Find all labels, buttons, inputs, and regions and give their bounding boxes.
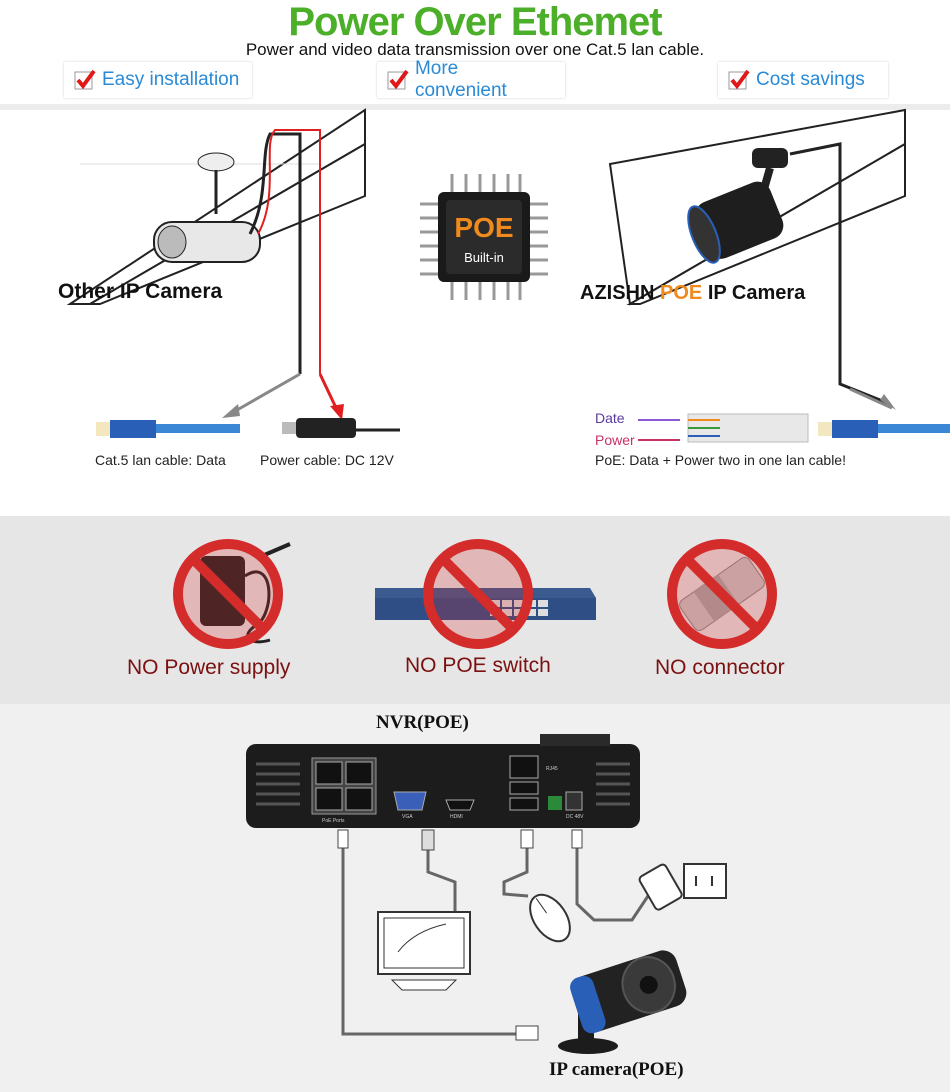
no-sign-icon [423, 539, 533, 649]
no-connector-label: NO connector [655, 656, 785, 679]
no-sign-icon [667, 539, 777, 649]
feature-label: More convenient [414, 58, 507, 101]
nvr-diagram: PoE Ports VGA HDMI RJ45 DC 48V [246, 734, 727, 1054]
dc-plug-icon [571, 829, 583, 849]
ip-camera-icon [558, 950, 687, 1054]
azishn-camera-label: AZISHN POE IP Camera [580, 282, 805, 305]
port-label-dc: DC 48V [566, 814, 584, 820]
page-title: Power Over Ethemet [288, 0, 662, 44]
poe-cable-icon [638, 413, 950, 443]
dc-plug-icon [282, 418, 400, 438]
comparison-illustration [66, 108, 950, 443]
poe-date-label: Date [595, 410, 625, 426]
divider [0, 104, 950, 110]
port-label-poe: PoE Ports [322, 818, 345, 824]
no-poe-switch-label: NO POE switch [405, 654, 551, 677]
checkbox-check-icon [728, 69, 750, 90]
page-subtitle: Power and video data transmission over o… [245, 40, 705, 59]
azishn-camera-icon [687, 148, 788, 264]
lan-plug-icon [96, 420, 240, 438]
lan-plug-icon [337, 829, 349, 849]
feature-easy-installation: Easy installation [64, 62, 252, 98]
power-outlet-icon [683, 863, 727, 899]
other-label-part: Other [58, 280, 115, 303]
mouse-icon [529, 893, 571, 943]
monitor-icon [377, 911, 471, 991]
lan-cable-caption: Cat.5 lan cable: Data [95, 452, 226, 468]
poe-chip-icon [420, 174, 548, 300]
feature-label: Easy installation [102, 69, 240, 90]
no-sign-icon [173, 539, 283, 649]
no-power-supply-label: NO Power supply [127, 656, 291, 679]
port-label-rj45: RJ45 [546, 766, 558, 772]
poe-caption: PoE: Data + Power two in one lan cable! [595, 452, 846, 468]
brand-label: AZISHN [580, 282, 655, 304]
connection-wires [341, 834, 650, 1036]
power-cable-caption: Power cable: DC 12V [260, 452, 394, 468]
usb-plug-icon [520, 829, 534, 849]
ip-camera-label-part: IP Camera [119, 280, 223, 303]
checkbox-check-icon [74, 69, 96, 90]
other-camera-label: Other IP Camera [58, 280, 222, 304]
nvr-label: NVR(POE) [376, 712, 469, 733]
feature-more-convenient: More convenient [377, 58, 565, 101]
no-items-illustration [173, 539, 777, 649]
poe-highlight: POE [660, 282, 703, 304]
ip-camera-label-part: IP Camera [707, 282, 806, 304]
feature-cost-savings: Cost savings [718, 62, 888, 98]
power-adapter-icon [638, 863, 683, 911]
port-label-vga: VGA [402, 814, 413, 820]
lan-plug-icon [515, 1025, 539, 1041]
nvr-device-icon [246, 734, 640, 828]
chip-sublabel: Built-in [464, 250, 504, 265]
port-label-hdmi: HDMI [450, 814, 463, 820]
vga-plug-icon [421, 829, 435, 851]
chip-label: POE [454, 212, 514, 243]
poe-power-label: Power [595, 432, 635, 448]
ip-camera-label: IP camera(POE) [549, 1059, 684, 1080]
feature-label: Cost savings [756, 69, 865, 90]
checkbox-check-icon [387, 69, 409, 90]
other-camera-icon [153, 152, 261, 263]
